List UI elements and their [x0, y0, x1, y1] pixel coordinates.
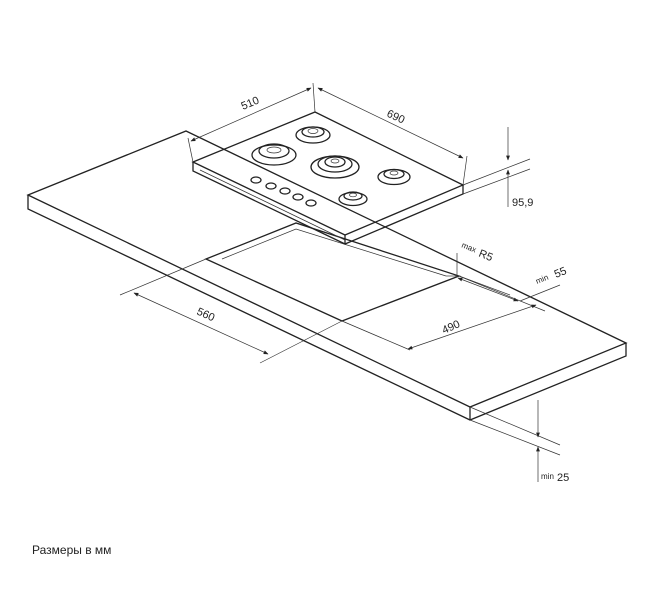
dim-label-690: 690 [385, 108, 407, 127]
dim-label-r5: R5 [477, 248, 495, 264]
hob [191, 111, 465, 245]
dim-label-490: 490 [440, 318, 462, 336]
dim-radius: max R5 [446, 241, 494, 277]
dim-label-min-55-prefix: min [534, 273, 549, 286]
dim-hob-depth: 510 [187, 82, 316, 163]
dim-label-min-25-prefix: min [541, 472, 554, 481]
dim-label-55: 55 [553, 265, 569, 281]
dim-label-95-9: 95,9 [512, 197, 533, 209]
dim-label-510: 510 [239, 95, 261, 113]
dim-worktop-thickness: min 25 [469, 400, 569, 484]
burner-left [251, 143, 297, 166]
dim-label-max: max [460, 241, 477, 255]
dim-label-560: 560 [195, 306, 217, 324]
burner-center-wok [310, 155, 360, 179]
burner-rear [295, 126, 331, 144]
dim-label-25: 25 [557, 472, 569, 484]
control-knobs [250, 176, 317, 207]
dim-cutout-width: 560 [119, 258, 343, 364]
burner-right [377, 168, 411, 186]
worktop [26, 130, 628, 421]
burner-front [338, 191, 368, 207]
dim-edge-distance: min 55 [457, 265, 569, 302]
dim-hob-width: 690 [317, 87, 468, 186]
dim-cutout-depth: 490 [341, 275, 546, 351]
units-note: Размеры в мм [32, 543, 112, 557]
dim-hob-height: 95,9 [462, 127, 533, 209]
